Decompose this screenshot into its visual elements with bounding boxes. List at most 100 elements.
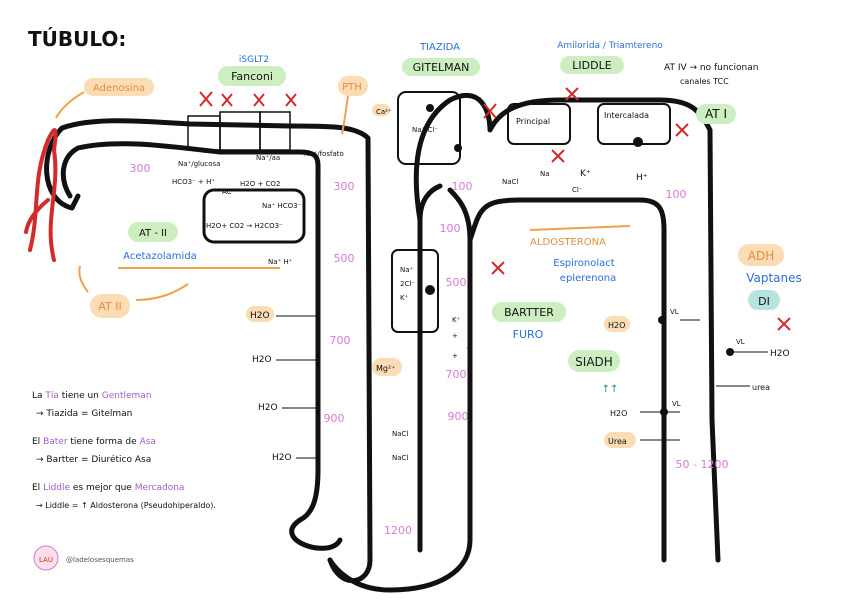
- h2o-cd: H2O: [608, 321, 625, 330]
- atii-pill: [128, 222, 178, 242]
- liddle-label: LIDDLE: [572, 59, 611, 72]
- dct-transporter-2: [454, 144, 462, 152]
- afferent-vessel: [24, 128, 58, 262]
- fanconi-pill: [218, 66, 286, 86]
- ca-dct: Ca²⁺: [376, 108, 392, 116]
- vl-3: VL: [736, 338, 745, 346]
- na-cd: Na: [540, 170, 550, 178]
- aldosterona-label: ALDOSTERONA: [530, 237, 606, 248]
- pth-arrow: [341, 95, 349, 135]
- drug-labels: Acetazolamida Espironolact eplerenona Va…: [123, 251, 802, 285]
- at-iv-note-1: AT IV → no funcionan: [664, 63, 758, 73]
- gitelman-label: GITELMAN: [413, 61, 470, 74]
- disease-labels: iSGLT2 Fanconi TIAZIDA GITELMAN Amilorid…: [231, 41, 770, 341]
- pth-pill: [338, 76, 368, 96]
- mnemonic-1-line2: → Tiazida = Gitelman: [36, 409, 132, 419]
- bartter-pill: [492, 302, 566, 322]
- adenosina-pill: [84, 78, 154, 96]
- loop-ascending-inner: [417, 183, 443, 553]
- principal-label: Principal: [516, 117, 550, 126]
- h2co3-bottom: H2O+ CO2 → H2CO3⁻: [206, 222, 283, 230]
- at-iv-note-2: canales TCC: [680, 77, 729, 86]
- osm-cd-range: 50 - 1200: [676, 458, 729, 471]
- vl-marker-1: [658, 316, 666, 324]
- x-bartter: [491, 261, 505, 275]
- nkcc-k: K⁺: [400, 294, 409, 302]
- orange-arrows: [55, 91, 349, 301]
- na-fosfato: Na⁺/fosfato: [304, 150, 344, 158]
- ati-pill: [696, 104, 736, 124]
- atii-up-arrow: [78, 265, 89, 293]
- loop-ascending-outer: [327, 187, 473, 593]
- mg-label: Mg²⁺: [376, 364, 395, 373]
- di-label: DI: [758, 295, 770, 308]
- aldosterona-underline: [529, 225, 631, 231]
- h2o-2: H2O: [252, 355, 272, 365]
- intercalada-label: Intercalada: [604, 111, 649, 120]
- proximal-cells: [187, 111, 291, 151]
- highlights: [84, 56, 784, 448]
- atii-bottom-label: AT II: [98, 300, 121, 313]
- inhibition-marks: [199, 87, 791, 331]
- footer-logo: LAU: [39, 556, 53, 564]
- cl-cd: Cl⁻: [572, 186, 583, 194]
- adenosina-label: Adenosina: [93, 83, 145, 94]
- mnemonics: La Tía tiene un Gentleman → Tiazida = Gi…: [32, 391, 216, 510]
- vaptanes-label: Vaptanes: [746, 271, 802, 285]
- h2o-cd-2: H2O: [610, 409, 627, 418]
- siadh-label: SIADH: [575, 355, 613, 369]
- osm-dct-100: 100: [452, 180, 473, 193]
- osm-cd-100: 100: [666, 188, 687, 201]
- dct-cell-box: [397, 91, 461, 165]
- osm-500: 500: [334, 252, 355, 265]
- nacl-asc-1: NaCl: [392, 430, 408, 438]
- nephron-outline: [44, 92, 721, 593]
- hormone-labels: Adenosina PTH AT I AT - II AT II AT IV →…: [93, 63, 774, 395]
- mnemonic-1-line1: La Tía tiene un Gentleman: [32, 391, 152, 401]
- x-fanconi-3: [253, 93, 265, 107]
- x-vaptanes: [777, 317, 791, 331]
- na-glucosa: Na⁺/glucosa: [178, 160, 220, 168]
- hco3-out: Na⁺ HCO3⁻: [262, 202, 302, 210]
- osm-asc-900: 900: [448, 410, 469, 423]
- h2o-1-pill: [246, 306, 274, 322]
- urea-right: urea: [752, 383, 770, 392]
- nkcc-na: Na⁺: [400, 266, 414, 274]
- na-aa: Na⁺/aa: [256, 154, 280, 162]
- mnemonic-2-line1: El Bater tiene forma de Asa: [32, 437, 156, 447]
- vl-2: VL: [672, 400, 681, 408]
- x-gitelman: [483, 103, 497, 119]
- osm-900: 900: [324, 412, 345, 425]
- tiazida-label: TIAZIDA: [419, 42, 460, 53]
- osm-700: 700: [330, 334, 351, 347]
- gitelman-pill: [402, 58, 480, 76]
- furo-label: FURO: [513, 328, 544, 341]
- x-liddle: [565, 87, 579, 101]
- footer-handle: @ladelosesquemas: [66, 556, 134, 564]
- osm-1200: 1200: [384, 524, 412, 537]
- adh-pill: [738, 244, 784, 266]
- nacl-cd: NaCl: [502, 178, 518, 186]
- nkcc-cl: 2Cl⁻: [400, 280, 415, 288]
- liddle-pill: [560, 56, 624, 74]
- mnemonic-3-line2: → Liddle = ↑ Aldosterona (Pseudohiperald…: [36, 501, 216, 510]
- proximal-tubule-outer: [44, 118, 373, 563]
- osm-asc-100: 100: [440, 222, 461, 235]
- plus-2: +: [466, 344, 472, 352]
- nacl-asc-2: NaCl: [392, 454, 408, 462]
- x-fanconi-4: [285, 93, 297, 107]
- k-cd: K⁺: [580, 169, 591, 179]
- adenosina-arrow: [55, 91, 85, 119]
- dct-transporter-1: [426, 104, 434, 112]
- espironolact-label: Espironolact: [553, 258, 615, 269]
- x-fanconi-1: [199, 91, 213, 107]
- osm-300-cortex: 300: [130, 162, 151, 175]
- amilorida-label: Amilorida / Triamtereno: [557, 41, 663, 51]
- osmolarity-values: 300 300 500 700 900 1200 500 700 900 100…: [130, 162, 729, 537]
- hco3-h: HCO3⁻ + H⁺: [172, 178, 215, 186]
- plus-1: +: [452, 332, 458, 340]
- h2o-1: H2O: [250, 311, 270, 321]
- osm-300-loop: 300: [334, 180, 355, 193]
- x-ati: [675, 123, 689, 137]
- atii-bottom-arrow: [135, 283, 189, 301]
